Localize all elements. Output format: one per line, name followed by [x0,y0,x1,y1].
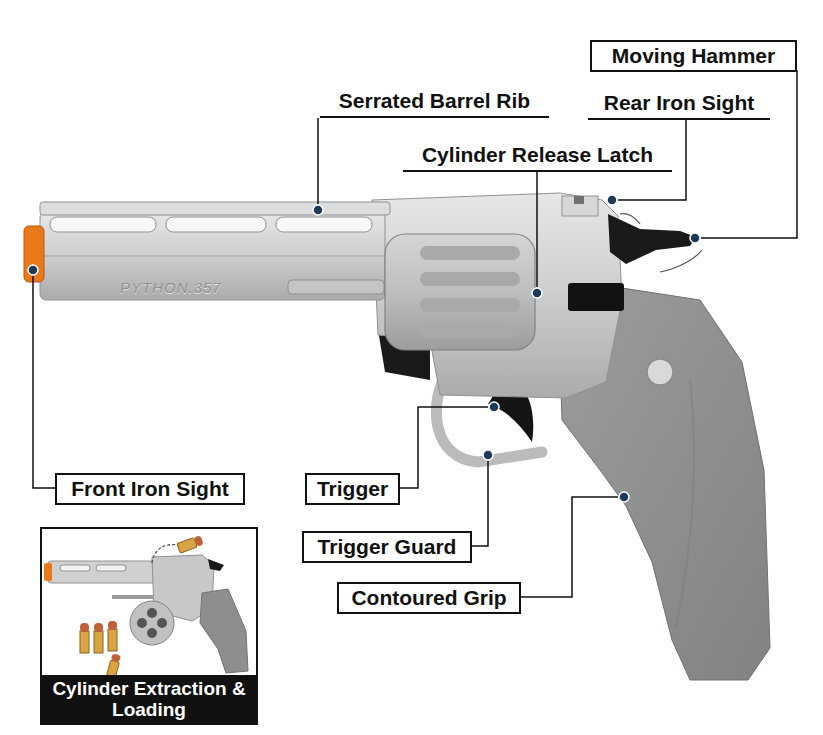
part-name: Serrated Barrel Rib [328,88,541,114]
part-name: Trigger [315,476,390,502]
inset-panel: Cylinder Extraction & Loading [40,527,258,725]
part-name: Rear Iron Sight [596,90,762,116]
part-callout: Contoured Grip [337,582,521,614]
part-callout: Front Iron Sight [55,473,245,505]
part-name: Moving Hammer [600,43,787,69]
inset-caption: Cylinder Extraction & Loading [42,675,256,723]
part-callout: Moving Hammer [590,40,797,72]
part-name: Cylinder Release Latch [411,142,664,168]
engraved-marking: PYTHON.357 [120,279,222,296]
inset-illustration [42,531,256,681]
part-callout: Rear Iron Sight [588,90,770,120]
part-name: Trigger Guard [312,534,462,560]
part-callout: Serrated Barrel Rib [320,88,549,118]
part-name: Contoured Grip [347,585,511,611]
part-name: Front Iron Sight [65,476,235,502]
part-callout: Cylinder Release Latch [403,142,672,172]
part-callout: Trigger [305,473,400,505]
part-callout: Trigger Guard [302,531,472,563]
